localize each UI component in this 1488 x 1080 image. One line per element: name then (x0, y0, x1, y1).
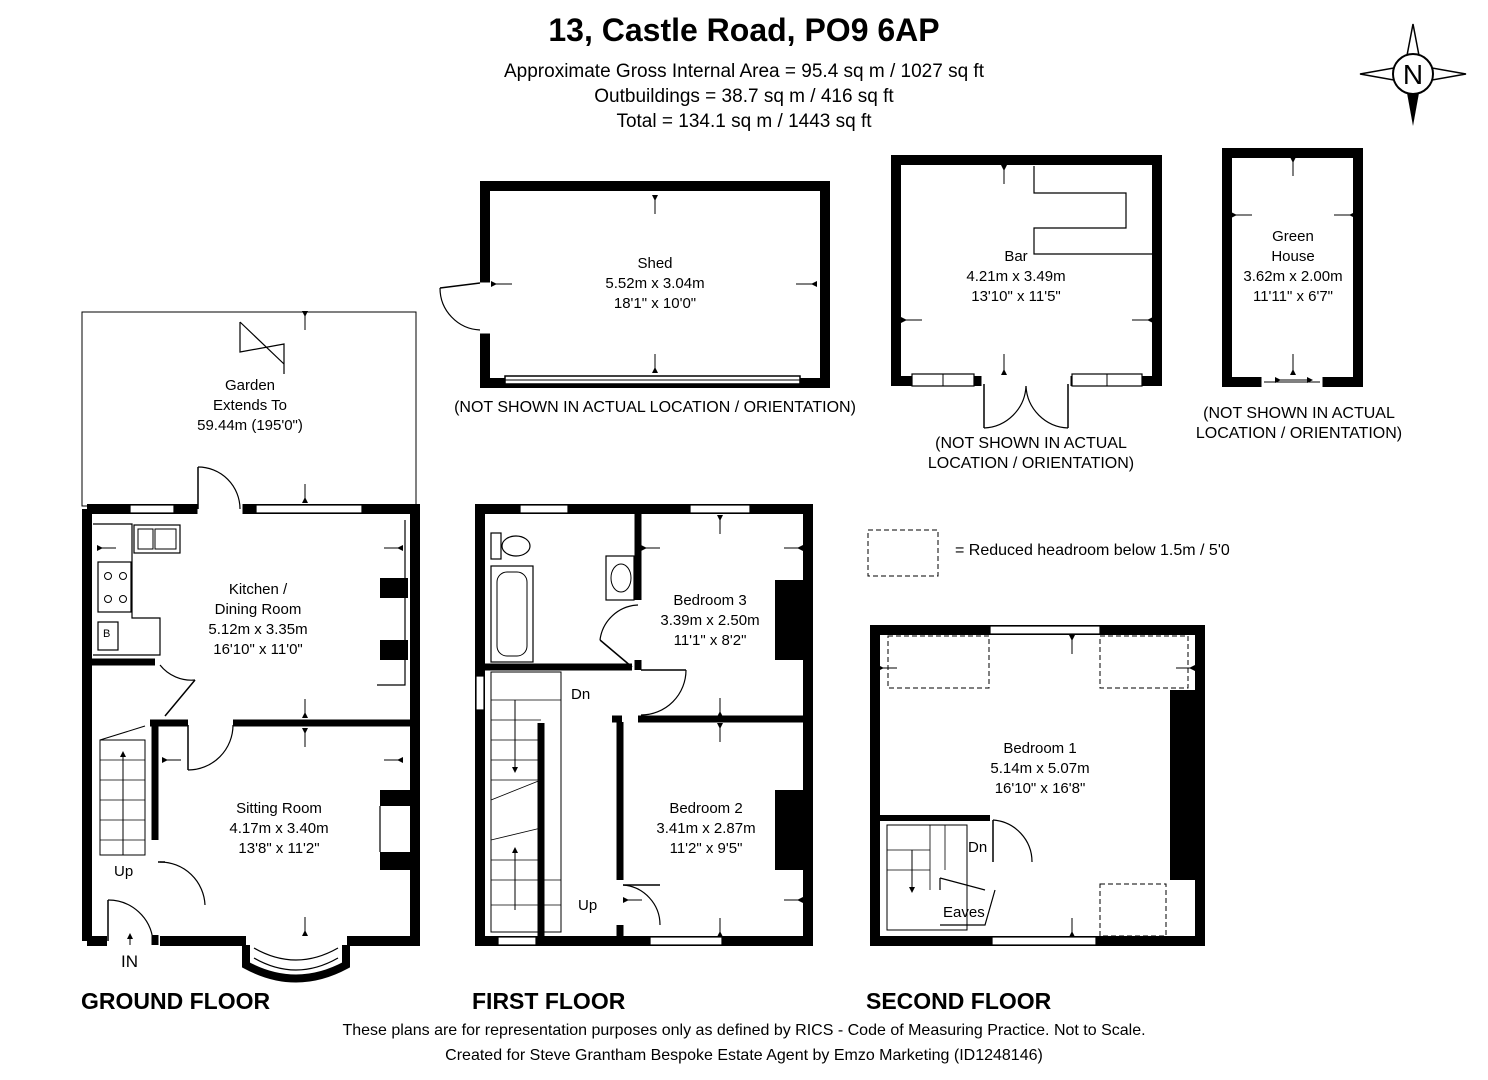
kitchen-metric: 5.12m x 3.35m (208, 621, 308, 638)
bar-note: (NOT SHOWN IN ACTUAL LOCATION / ORIENTAT… (928, 434, 1134, 474)
bedroom2-imperial: 11'2" x 9'5" (669, 840, 743, 857)
bedroom3-metric: 3.39m x 2.50m (660, 612, 760, 629)
shed-note: (NOT SHOWN IN ACTUAL LOCATION / ORIENTAT… (454, 399, 856, 416)
bedroom3-imperial: 11'1" x 8'2" (673, 632, 747, 649)
bedroom3-name: Bedroom 3 (673, 592, 747, 609)
kitchen-imperial: 16'10" x 11'0" (213, 641, 303, 658)
kitchen-line2: Dining Room (214, 601, 302, 618)
sitting-room-metric: 4.17m x 3.40m (229, 820, 329, 837)
kitchen-line1: Kitchen / (228, 581, 288, 598)
sitting-room-name: Sitting Room (236, 800, 322, 817)
bar-name: Bar (1004, 248, 1028, 265)
shed-metric: 5.52m x 3.04m (605, 275, 705, 292)
bar-plan (891, 155, 1162, 429)
ground-floor-plan (81, 311, 420, 983)
shed-plan (439, 181, 830, 388)
kitchen-label: Kitchen / Dining Room 5.12m x 3.35m 16'1… (208, 580, 307, 660)
greenhouse-label: Green House 3.62m x 2.00m 11'11" x 6'7" (1243, 227, 1342, 307)
first-floor-plan (475, 504, 813, 946)
bar-metric: 4.21m x 3.49m (966, 268, 1066, 285)
shed-label: Shed 5.52m x 3.04m 18'1" x 10'0" (605, 254, 704, 314)
ground-floor-label: GROUND FLOOR (81, 988, 271, 1014)
greenhouse-note-line1: (NOT SHOWN IN ACTUAL (1203, 405, 1395, 422)
second-floor-label: SECOND FLOOR (866, 988, 1052, 1014)
greenhouse-name-line1: Green (1272, 228, 1314, 245)
entrance-label: IN (121, 952, 138, 971)
sitting-room-label: Sitting Room 4.17m x 3.40m 13'8" x 11'2" (229, 799, 328, 859)
footer-disclaimer: These plans are for representation purpo… (342, 1022, 1146, 1039)
north-label: N (1402, 59, 1424, 90)
first-up-label: Up (578, 897, 598, 914)
reduced-headroom-legend-swatch (867, 529, 939, 577)
north-arrow-icon (1359, 23, 1467, 126)
second-floor-plan (870, 625, 1205, 946)
greenhouse-plan (1222, 148, 1363, 388)
greenhouse-note-line2: LOCATION / ORIENTATION) (1195, 425, 1403, 442)
page-title: 13, Castle Road, PO9 6AP (548, 12, 940, 48)
total-area: Total = 134.1 sq m / 1443 sq ft (616, 111, 872, 132)
greenhouse-name-line2: House (1271, 248, 1315, 265)
bedroom1-metric: 5.14m x 5.07m (990, 760, 1090, 777)
shed-name: Shed (637, 255, 673, 272)
bar-note-line1: (NOT SHOWN IN ACTUAL (935, 435, 1127, 452)
bedroom2-label: Bedroom 2 3.41m x 2.87m 11'2" x 9'5" (656, 799, 755, 859)
footer-credit: Created for Steve Grantham Bespoke Estat… (445, 1047, 1043, 1064)
garden-line1: Garden (224, 377, 276, 394)
greenhouse-note: (NOT SHOWN IN ACTUAL LOCATION / ORIENTAT… (1196, 404, 1402, 444)
bar-imperial: 13'10" x 11'5" (971, 288, 1061, 305)
garden-line3: 59.44m (195'0") (197, 417, 303, 434)
garden-label: Garden Extends To 59.44m (195'0") (197, 376, 303, 436)
bedroom3-label: Bedroom 3 3.39m x 2.50m 11'1" x 8'2" (660, 591, 759, 651)
bedroom1-imperial: 16'10" x 16'8" (994, 780, 1086, 797)
greenhouse-metric: 3.62m x 2.00m (1243, 268, 1343, 285)
ground-up-label: Up (114, 863, 134, 880)
bedroom2-name: Bedroom 2 (669, 800, 743, 817)
second-down-label: Dn (968, 839, 988, 856)
outbuildings-area: Outbuildings = 38.7 sq m / 416 sq ft (594, 86, 894, 107)
eaves-label: Eaves (943, 904, 985, 921)
bar-note-line2: LOCATION / ORIENTATION) (927, 455, 1135, 472)
bedroom1-label: Bedroom 1 5.14m x 5.07m 16'10" x 16'8" (990, 739, 1089, 799)
first-down-label: Dn (571, 686, 591, 703)
bar-label: Bar 4.21m x 3.49m 13'10" x 11'5" (966, 247, 1065, 307)
gross-area: Approximate Gross Internal Area = 95.4 s… (503, 61, 985, 82)
sitting-room-imperial: 13'8" x 11'2" (238, 840, 320, 857)
garden-line2: Extends To (213, 397, 287, 414)
boiler-label: B (103, 628, 111, 640)
reduced-headroom-legend: = Reduced headroom below 1.5m / 5'0 (955, 542, 1230, 559)
bedroom2-metric: 3.41m x 2.87m (656, 820, 756, 837)
shed-imperial: 18'1" x 10'0" (613, 295, 697, 312)
first-floor-label: FIRST FLOOR (472, 988, 626, 1014)
bedroom1-name: Bedroom 1 (1003, 740, 1077, 757)
greenhouse-imperial: 11'11" x 6'7" (1252, 288, 1334, 305)
